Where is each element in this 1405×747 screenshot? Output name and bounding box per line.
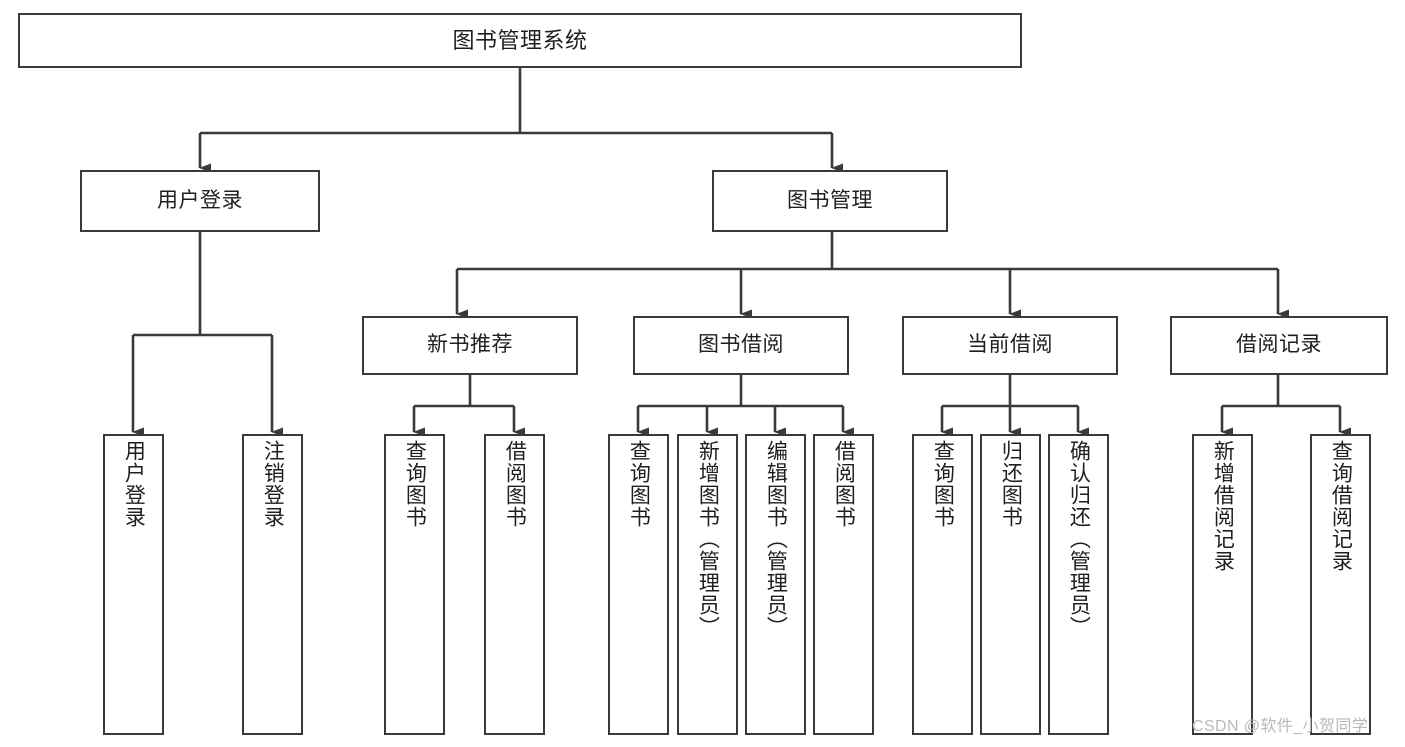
leaf-borrow-query-book[interactable]: 查询图书 (608, 434, 669, 735)
leaf-record-add-record[interactable]: 新增借阅记录 (1192, 434, 1253, 735)
leaf-label: 新增图书（管理员） (696, 440, 720, 638)
node-label: 用户登录 (157, 188, 243, 212)
leaf-borrow-borrow-book[interactable]: 借阅图书 (813, 434, 874, 735)
leaf-label: 查询图书 (627, 440, 651, 528)
node-label: 图书管理 (787, 188, 873, 212)
leaf-label: 新增借阅记录 (1211, 440, 1235, 572)
leaf-label: 查询图书 (931, 440, 955, 528)
node-label: 图书管理系统 (452, 27, 588, 53)
node-label: 新书推荐 (427, 333, 513, 357)
node-root-system[interactable]: 图书管理系统 (18, 13, 1022, 68)
leaf-label: 用户登录 (122, 440, 146, 528)
leaf-newbook-query-book[interactable]: 查询图书 (384, 434, 445, 735)
leaf-label: 借阅图书 (503, 440, 527, 528)
leaf-borrow-add-book-admin[interactable]: 新增图书（管理员） (677, 434, 738, 735)
leaf-label: 确认归还（管理员） (1067, 440, 1091, 638)
leaf-record-query-record[interactable]: 查询借阅记录 (1310, 434, 1371, 735)
node-label: 借阅记录 (1236, 333, 1322, 357)
node-new-book-recommend[interactable]: 新书推荐 (362, 316, 578, 375)
leaf-current-confirm-return-admin[interactable]: 确认归还（管理员） (1048, 434, 1109, 735)
node-user-login[interactable]: 用户登录 (80, 170, 320, 232)
leaf-current-return-book[interactable]: 归还图书 (980, 434, 1041, 735)
leaf-user-logout[interactable]: 注销登录 (242, 434, 303, 735)
watermark: CSDN @软件_小贺同学 (1192, 718, 1369, 735)
leaf-label: 归还图书 (999, 440, 1023, 528)
leaf-newbook-borrow-book[interactable]: 借阅图书 (484, 434, 545, 735)
leaf-user-login[interactable]: 用户登录 (103, 434, 164, 735)
node-current-borrow[interactable]: 当前借阅 (902, 316, 1118, 375)
node-label: 图书借阅 (698, 333, 784, 357)
leaf-label: 查询图书 (403, 440, 427, 528)
node-borrow-record[interactable]: 借阅记录 (1170, 316, 1388, 375)
leaf-label: 查询借阅记录 (1329, 440, 1353, 572)
leaf-label: 借阅图书 (832, 440, 856, 528)
leaf-label: 注销登录 (261, 440, 285, 528)
node-label: 当前借阅 (967, 333, 1053, 357)
leaf-current-query-book[interactable]: 查询图书 (912, 434, 973, 735)
leaf-borrow-edit-book-admin[interactable]: 编辑图书（管理员） (745, 434, 806, 735)
node-book-borrow[interactable]: 图书借阅 (633, 316, 849, 375)
leaf-label: 编辑图书（管理员） (764, 440, 788, 638)
node-book-management[interactable]: 图书管理 (712, 170, 948, 232)
